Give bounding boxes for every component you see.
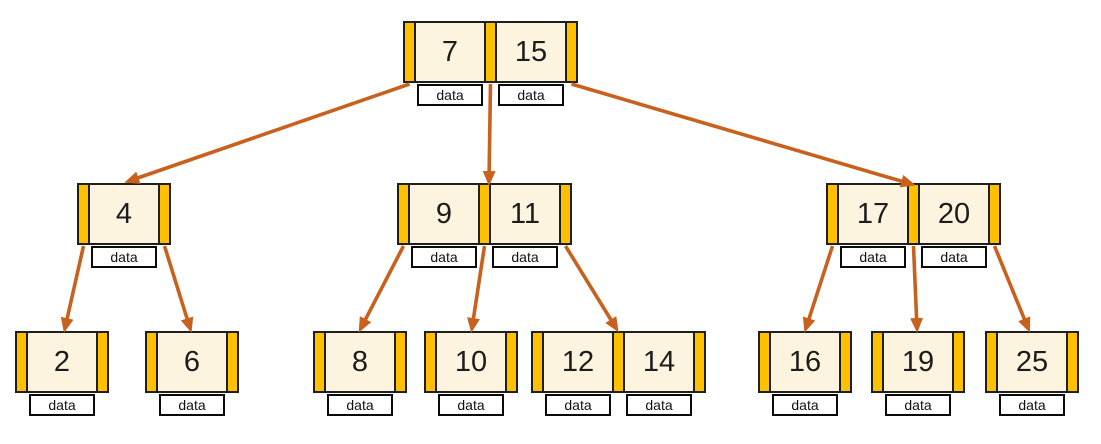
key-cell-14: 14 [623, 331, 695, 393]
data-box: data [545, 394, 611, 416]
pointer-slot [559, 183, 572, 245]
data-box: data [91, 246, 157, 268]
data-box: data [327, 394, 393, 416]
data-box: data [492, 246, 558, 268]
pointer-slot [952, 331, 965, 393]
key-cell-16: 16 [769, 331, 841, 393]
pointer-slot [226, 331, 239, 393]
pointer-slot [565, 21, 578, 83]
pointer-slot [96, 331, 109, 393]
pointer-slot [693, 331, 706, 393]
key-cell-10: 10 [435, 331, 507, 393]
data-box: data [626, 394, 692, 416]
node-root-7-15: 7 data 15 data [403, 21, 578, 106]
node-leaf-25: 25 data [985, 331, 1079, 416]
edge-root-to-4 [124, 82, 411, 184]
node-leaf-19: 19 data [871, 331, 965, 416]
node-leaf-2: 2 data [15, 331, 109, 416]
data-box: data [417, 84, 483, 106]
key-cell-25: 25 [996, 331, 1068, 393]
node-internal-9-11: 9 data 11 data [397, 183, 572, 268]
key-cell-8: 8 [324, 331, 396, 393]
key-cell-15: 15 [495, 21, 567, 83]
pointer-slot [1066, 331, 1079, 393]
data-box: data [999, 394, 1065, 416]
data-box: data [921, 246, 987, 268]
pointer-slot [394, 331, 407, 393]
edge-root-to-17-20 [570, 82, 916, 188]
node-leaf-8: 8 data [313, 331, 407, 416]
data-box: data [159, 394, 225, 416]
data-box: data [411, 246, 477, 268]
key-cell-17: 17 [837, 183, 909, 245]
key-cell-2: 2 [26, 331, 98, 393]
data-box: data [498, 84, 564, 106]
pointer-slot [505, 331, 518, 393]
node-leaf-12-14: 12 data 14 data [531, 331, 706, 416]
key-cell-20: 20 [918, 183, 990, 245]
edge-9-11-to-12-14 [563, 245, 619, 333]
data-box: data [438, 394, 504, 416]
pointer-slot [158, 183, 171, 245]
data-box: data [840, 246, 906, 268]
key-cell-9: 9 [408, 183, 480, 245]
data-box: data [772, 394, 838, 416]
pointer-slot [988, 183, 1001, 245]
data-box: data [29, 394, 95, 416]
node-internal-4: 4 data [77, 183, 171, 268]
node-leaf-16: 16 data [758, 331, 852, 416]
data-box: data [885, 394, 951, 416]
key-cell-19: 19 [882, 331, 954, 393]
key-cell-6: 6 [156, 331, 228, 393]
key-cell-12: 12 [542, 331, 614, 393]
node-leaf-10: 10 data [424, 331, 518, 416]
node-internal-17-20: 17 data 20 data [826, 183, 1001, 268]
pointer-slot [839, 331, 852, 393]
node-leaf-6: 6 data [145, 331, 239, 416]
key-cell-11: 11 [489, 183, 561, 245]
key-cell-7: 7 [414, 21, 486, 83]
key-cell-4: 4 [88, 183, 160, 245]
